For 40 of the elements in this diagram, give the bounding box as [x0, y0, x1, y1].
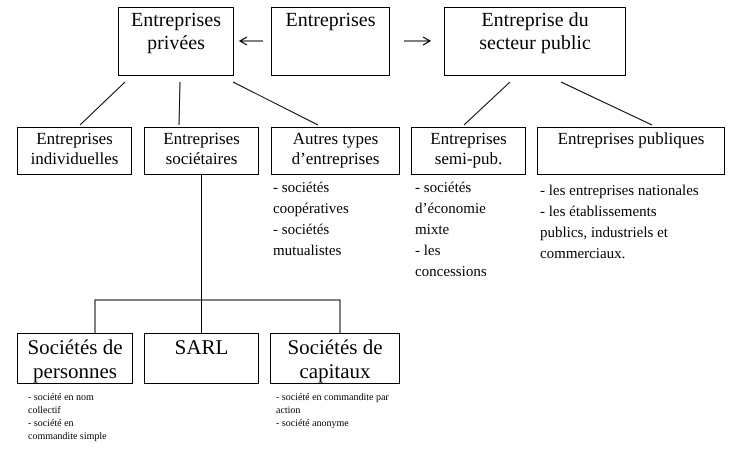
connector-line	[464, 82, 510, 126]
bullet-item: - société en commandite simple	[28, 417, 108, 443]
arrow	[239, 36, 264, 46]
bullet-item: - les entreprises nationales	[540, 182, 700, 201]
bullet-item: - société en commandite par action	[276, 391, 390, 417]
connector-line	[178, 82, 180, 126]
category-box	[271, 7, 390, 76]
box-label: Entreprise du secteur public	[478, 9, 592, 55]
box-label: Entreprises sociétaires	[162, 129, 241, 168]
connector-line	[201, 174, 340, 334]
connector-line	[80, 82, 126, 126]
category-box	[17, 127, 132, 175]
box-label: Autres types d’entreprises	[290, 129, 380, 168]
bullet-item: - sociétés d’économie mixte	[415, 179, 487, 240]
box-label: Sociétés de capitaux	[286, 335, 384, 384]
box-label: Entreprises publiques	[558, 129, 704, 149]
category-box	[270, 333, 400, 384]
category-box	[118, 7, 234, 76]
box-label: Sociétés de personnes	[26, 335, 124, 384]
category-box	[537, 127, 725, 175]
category-box	[411, 127, 526, 175]
bullet-item: - sociétés mutualistes	[273, 221, 342, 261]
category-box	[444, 7, 626, 76]
box-label: Entreprises semi-pub.	[429, 129, 508, 168]
arrow	[404, 36, 431, 46]
bullet-item: - société anonyme	[276, 417, 350, 430]
connector-line	[232, 82, 318, 126]
bullet-item: - sociétés coopératives	[273, 179, 350, 219]
bullet-item: - société en nom collectif	[28, 391, 95, 417]
box-label: SARL	[174, 335, 228, 360]
box-label: Entreprises privées	[130, 9, 222, 55]
box-label: Entreprises	[286, 9, 376, 32]
box-label: Entreprises individuelles	[30, 129, 120, 168]
category-box	[17, 333, 133, 384]
connector-line	[560, 82, 652, 126]
category-box	[144, 333, 259, 384]
bullet-item: - les concessions	[415, 242, 488, 282]
bullet-item: - les établissements publics, industriels et commerciaux.	[540, 203, 669, 264]
category-box	[271, 127, 400, 175]
category-box	[144, 127, 259, 175]
